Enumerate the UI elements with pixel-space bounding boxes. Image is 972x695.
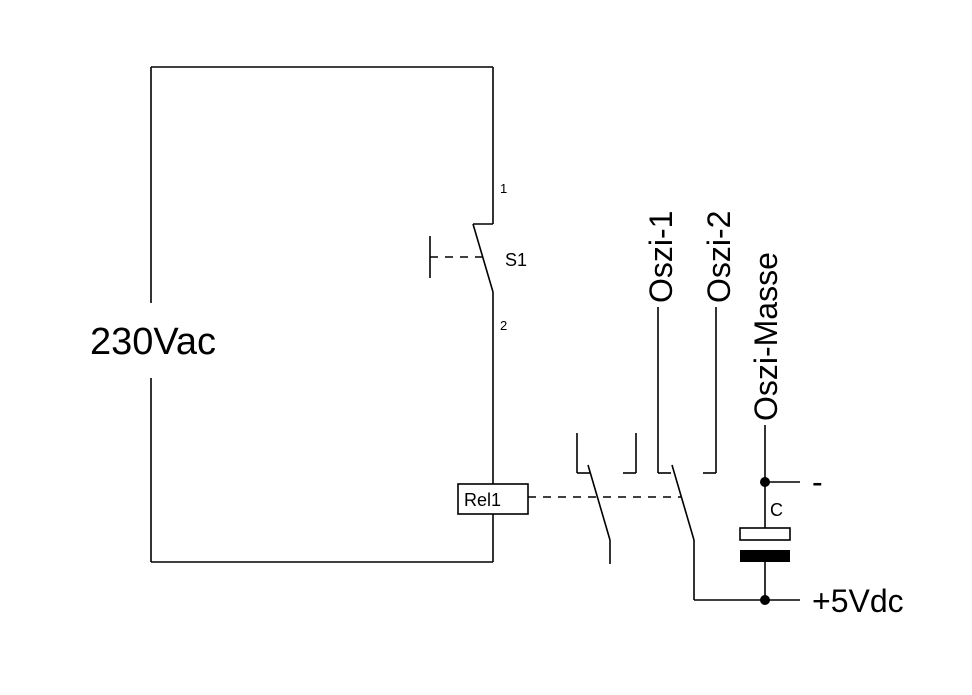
relay-contact-2 <box>657 307 717 600</box>
capacitor-plate-filled <box>740 550 790 562</box>
supply-label: +5Vdc <box>812 583 904 619</box>
relay-coil-box <box>457 483 529 515</box>
contact-2-blade <box>671 464 695 541</box>
relay-label: Rel1 <box>464 490 501 510</box>
switch-pin-2: 2 <box>500 318 507 333</box>
switch-pin-1: 1 <box>500 181 507 196</box>
mains-loop <box>150 66 494 563</box>
probe-2-label: Oszi-2 <box>701 211 737 303</box>
relay-contact-1 <box>576 433 637 564</box>
switch-s1 <box>429 223 494 293</box>
junction-supply <box>760 595 770 605</box>
source-label: 230Vac <box>90 321 216 363</box>
probe-ground-label: Oszi-Masse <box>748 252 784 421</box>
minus-label: - <box>812 464 823 500</box>
switch-blade <box>472 223 494 293</box>
capacitor-branch <box>694 425 800 605</box>
junction-minus <box>760 477 770 487</box>
probe-1-label: Oszi-1 <box>643 211 679 303</box>
capacitor-label: C <box>770 500 783 520</box>
capacitor-plate-outline <box>739 527 791 541</box>
contact-1-blade <box>587 464 611 541</box>
switch-label: S1 <box>505 250 527 270</box>
